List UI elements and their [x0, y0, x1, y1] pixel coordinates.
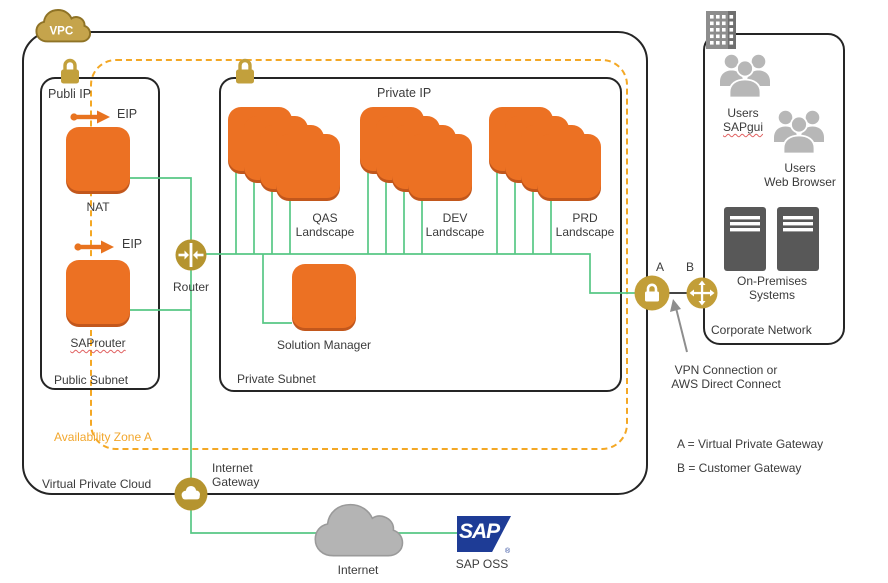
eip-label: EIP	[117, 107, 138, 121]
private-subnet-label: Private Subnet	[237, 372, 316, 386]
server-icon	[777, 207, 819, 271]
legend-b: B = Customer Gateway	[677, 461, 802, 475]
virtual-private-gateway-icon	[634, 275, 670, 311]
dev-label-line1: DEV	[442, 211, 468, 225]
corporate-network-label: Corporate Network	[711, 323, 812, 337]
users-group-icon	[771, 108, 827, 158]
igw-label-line1: Internet	[212, 461, 253, 475]
eip-label: EIP	[122, 237, 143, 251]
public-subnet-label: Public Subnet	[54, 373, 129, 387]
eip-arrow-icon	[73, 240, 117, 254]
igw-label-line2: Gateway	[212, 475, 260, 489]
vpn-note-line2: AWS Direct Connect	[671, 377, 781, 391]
users-sapgui-line1: Users	[727, 106, 759, 120]
nat-label: NAT	[86, 200, 110, 214]
internet-label: Internet	[337, 563, 379, 577]
gateway-a-marker: A	[656, 260, 665, 274]
saprouter-instance	[66, 260, 130, 324]
users-web-line1: Users	[784, 161, 816, 175]
solution-manager-label: Solution Manager	[276, 338, 372, 352]
vpc-cloud-badge: VPC	[34, 4, 92, 46]
dev-label-line2: Landscape	[425, 225, 485, 239]
users-web-browser-label: Users Web Browser	[760, 161, 840, 189]
sap-registered-mark: ®	[505, 548, 511, 555]
lock-icon	[58, 56, 82, 86]
qas-landscape-stack	[228, 107, 340, 201]
prd-landscape-label: PRD Landscape	[535, 211, 635, 239]
corporate-network-box	[703, 33, 845, 345]
on-premises-line1: On-Premises	[736, 274, 807, 288]
internet-gateway-icon	[174, 477, 208, 511]
internet-gateway-label: Internet Gateway	[212, 461, 259, 489]
solution-manager-instance	[292, 264, 356, 328]
legend-a: A = Virtual Private Gateway	[677, 437, 824, 451]
router-icon	[175, 239, 207, 271]
saprouter-label: SAProuter	[56, 336, 140, 350]
prd-label-line2: Landscape	[555, 225, 615, 239]
lock-icon	[233, 56, 257, 86]
customer-gateway-icon	[686, 277, 718, 309]
vpc-badge-label: VPC	[49, 25, 73, 38]
vpn-note-line1: VPN Connection or	[674, 363, 778, 377]
ec2-instance	[276, 134, 340, 198]
dev-landscape-label: DEV Landscape	[405, 211, 505, 239]
nat-instance	[66, 127, 130, 191]
on-premises-label: On-Premises Systems	[720, 274, 824, 302]
server-icon	[724, 207, 766, 271]
router-label: Router	[172, 280, 210, 294]
vpc-label: Virtual Private Cloud	[42, 477, 152, 491]
users-group-icon	[717, 52, 773, 102]
private-subnet-box	[219, 77, 622, 392]
qas-label-line1: QAS	[312, 211, 338, 225]
vpc-box	[22, 31, 648, 495]
saprouter-text: SAProuter	[70, 336, 126, 350]
qas-landscape-label: QAS Landscape	[275, 211, 375, 239]
on-premises-line2: Systems	[748, 288, 795, 302]
ec2-instance	[408, 134, 472, 198]
availability-zone-label: Availability Zone A	[54, 430, 152, 444]
vpn-connection-note: VPN Connection or AWS Direct Connect	[660, 363, 792, 391]
public-ip-label: Publi IP	[48, 87, 92, 101]
eip-arrow-icon	[69, 110, 113, 124]
ec2-instance	[537, 134, 601, 198]
users-sapgui-line2: SAPgui	[722, 120, 764, 134]
qas-label-line2: Landscape	[295, 225, 355, 239]
gateway-b-marker: B	[686, 260, 695, 274]
dev-landscape-stack	[360, 107, 472, 201]
sap-oss-label: SAP OSS	[455, 557, 509, 571]
prd-label-line1: PRD	[572, 211, 598, 225]
building-icon	[706, 11, 736, 49]
users-sapgui-label: Users SAPgui	[706, 106, 780, 134]
users-web-line2: Web Browser	[764, 175, 836, 189]
prd-landscape-stack	[489, 107, 601, 201]
internet-cloud	[310, 496, 407, 562]
sap-logo-text: SAP	[459, 520, 500, 543]
private-ip-label: Private IP	[377, 86, 432, 100]
vpn-callout-arrow	[670, 299, 688, 353]
sap-logo: SAP	[457, 516, 511, 552]
